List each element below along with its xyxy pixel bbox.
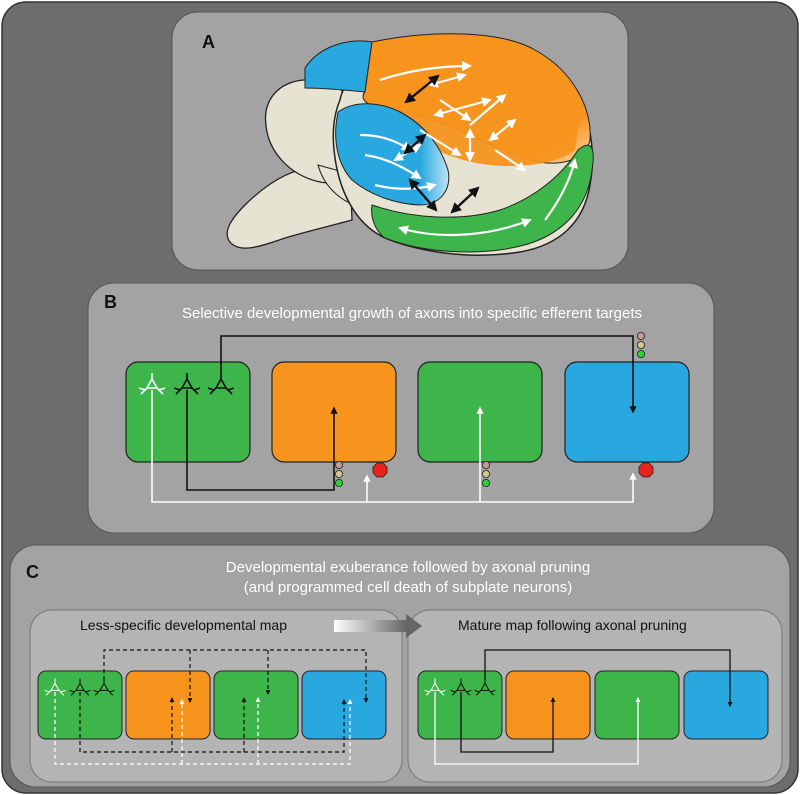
transition-arrow-bar xyxy=(334,620,406,632)
panel-c-label: C xyxy=(26,562,39,582)
traffic-light-blue-top xyxy=(637,331,646,358)
panel-b-background xyxy=(87,282,715,534)
mature-target-orange xyxy=(505,670,591,740)
axon-to-blue xyxy=(220,335,637,414)
mature-source-green xyxy=(417,670,503,740)
panel-b-label: B xyxy=(104,292,117,312)
panel-c-title-line1: Developmental exuberance followed by axo… xyxy=(226,559,590,576)
brain-illustration xyxy=(226,33,594,256)
mature-target-green xyxy=(594,670,680,740)
less-specific-target-green xyxy=(213,670,299,740)
mature-target-blue xyxy=(683,670,769,740)
mature-axons xyxy=(434,649,733,765)
traffic-light-green xyxy=(481,460,490,487)
panel-c: C Developmental exuberance followed by a… xyxy=(9,544,791,788)
left-subpanel-title: Less-specific developmental map xyxy=(80,617,287,633)
axon-to-orange xyxy=(186,390,338,491)
less-specific-target-orange xyxy=(125,670,211,740)
black-connection-arrows xyxy=(403,74,480,214)
target-area-blue xyxy=(564,361,690,463)
white-axon-trunk xyxy=(151,390,637,503)
exuberant-white-axons xyxy=(54,692,353,765)
panel-a: A xyxy=(171,11,629,271)
stop-sign-orange xyxy=(372,462,388,478)
panel-a-label: A xyxy=(202,32,215,52)
stop-sign-blue xyxy=(638,462,654,478)
right-subpanel-title: Mature map following axonal pruning xyxy=(458,617,687,633)
white-connection-arrows xyxy=(359,61,578,237)
brainstem xyxy=(226,169,353,249)
panel-b: B Selective developmental growth of axon… xyxy=(87,282,715,534)
panel-b-title: Selective developmental growth of axons … xyxy=(182,305,642,322)
source-area-green xyxy=(125,361,251,463)
transition-arrow-head xyxy=(406,614,422,638)
panel-c-title-line2: (and programmed cell death of subplate n… xyxy=(244,579,573,596)
traffic-light-orange xyxy=(334,460,343,487)
exuberant-black-axons xyxy=(79,649,369,753)
